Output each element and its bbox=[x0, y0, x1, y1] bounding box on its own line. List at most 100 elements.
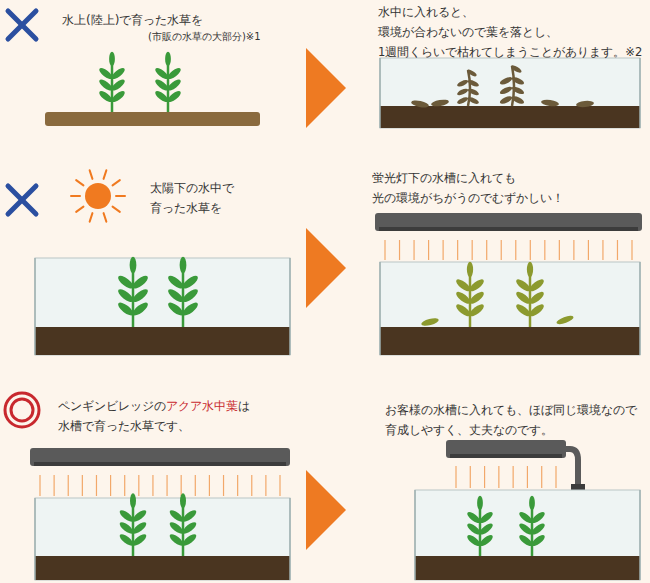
tank-glass bbox=[289, 258, 291, 355]
plant-leaf bbox=[511, 95, 525, 105]
light-ray bbox=[513, 466, 514, 488]
light-ray bbox=[484, 466, 485, 488]
plant-leaf bbox=[181, 300, 200, 317]
light-ray bbox=[428, 240, 429, 260]
land-board bbox=[45, 112, 260, 126]
tank-water bbox=[415, 490, 640, 580]
light-ray bbox=[498, 466, 499, 488]
plant-leaf bbox=[478, 510, 494, 525]
plant-leaf bbox=[528, 302, 546, 318]
fallen-leaf bbox=[431, 98, 450, 107]
cross-mark bbox=[8, 11, 36, 39]
withered-plant bbox=[456, 68, 480, 106]
flow-arrow bbox=[306, 48, 346, 128]
light-ray bbox=[573, 240, 574, 260]
sun-ray bbox=[116, 195, 125, 197]
circle-outer bbox=[5, 393, 39, 427]
tank-water bbox=[380, 58, 640, 128]
plant-leaf bbox=[166, 66, 182, 81]
plant-leaf bbox=[131, 520, 148, 535]
plant-leaf bbox=[467, 87, 480, 96]
tank-soil bbox=[35, 327, 290, 355]
withered-plant bbox=[499, 64, 525, 106]
fallen-leaf bbox=[576, 100, 595, 108]
light-ray bbox=[486, 240, 487, 260]
light-ray bbox=[527, 466, 528, 488]
plant-leaf bbox=[98, 66, 114, 81]
water-plant bbox=[168, 493, 198, 556]
plant-leaf bbox=[130, 493, 136, 508]
plant-leaf bbox=[514, 302, 532, 318]
plant-leaf bbox=[110, 78, 126, 93]
plant-leaf bbox=[529, 496, 535, 510]
plant-leaf bbox=[181, 287, 200, 304]
plant-leaf bbox=[467, 79, 480, 88]
light-ray bbox=[413, 240, 414, 260]
plant-leaf bbox=[467, 262, 473, 278]
light-ray bbox=[399, 240, 400, 260]
tank-soil bbox=[35, 556, 290, 580]
sun-icon bbox=[71, 170, 125, 221]
light-ray bbox=[530, 240, 531, 260]
circle-inner bbox=[11, 399, 33, 421]
plant-leaf bbox=[530, 522, 546, 537]
plant-leaf bbox=[518, 510, 534, 525]
plant-leaf bbox=[118, 520, 135, 535]
flow-arrow bbox=[306, 470, 346, 550]
cross-mark bbox=[8, 186, 36, 214]
plant-leaf bbox=[510, 64, 523, 74]
tank-soil bbox=[380, 106, 640, 128]
light-ray bbox=[209, 475, 210, 496]
plant-leaf bbox=[467, 96, 480, 105]
plant-leaf bbox=[116, 274, 135, 291]
light-ray bbox=[457, 240, 458, 260]
plant-leaf bbox=[110, 66, 126, 81]
plant-leaf bbox=[168, 520, 185, 535]
plant-leaf bbox=[468, 302, 486, 318]
light-ray bbox=[223, 475, 224, 496]
light-ray bbox=[279, 475, 280, 496]
light-ray bbox=[82, 475, 83, 496]
plant-leaf bbox=[468, 290, 486, 306]
light-ray bbox=[455, 466, 456, 488]
plant-leaf bbox=[518, 522, 534, 537]
tank-glass bbox=[34, 498, 36, 580]
plant-leaf bbox=[499, 85, 513, 95]
light-ray bbox=[181, 475, 182, 496]
light-ray bbox=[470, 466, 471, 488]
plant-leaf bbox=[514, 277, 532, 293]
sun-ray bbox=[76, 207, 83, 212]
water-plant bbox=[116, 257, 150, 327]
plant-leaf bbox=[131, 508, 148, 523]
caption-text: お客様の水槽に入れても、ほぼ同じ環境なので 育成しやすく、丈夫なのです。 bbox=[385, 400, 643, 440]
tank-glass bbox=[639, 490, 641, 580]
fallen-leaf bbox=[421, 317, 440, 327]
plant-leaf bbox=[466, 510, 482, 525]
plant-leaf bbox=[131, 300, 150, 317]
tank-glass bbox=[414, 490, 416, 580]
aquarium-light bbox=[375, 213, 642, 260]
plant-leaf bbox=[109, 52, 115, 66]
light-ray bbox=[152, 475, 153, 496]
light-ray bbox=[631, 240, 632, 260]
fallen-leaf bbox=[411, 99, 430, 109]
plant-leaf bbox=[154, 66, 170, 81]
light-housing bbox=[446, 440, 566, 458]
plant-leaf bbox=[166, 287, 185, 304]
light-ray bbox=[138, 475, 139, 496]
tank-glass bbox=[289, 498, 291, 580]
light-ray bbox=[110, 475, 111, 496]
tank-water bbox=[380, 262, 640, 355]
light-ray bbox=[443, 240, 444, 260]
caption-text: 蛍光灯下の水槽に入れても 光の環境がちがうのでむずかしい！ bbox=[372, 168, 602, 208]
plant-leaf bbox=[118, 508, 135, 523]
plant-leaf bbox=[478, 533, 494, 548]
plant-leaf bbox=[528, 290, 546, 306]
plant-leaf bbox=[454, 302, 472, 318]
plant-leaf bbox=[499, 95, 513, 105]
footnote-text: (市販の水草の大部分)※1 bbox=[148, 30, 298, 44]
sun-ray bbox=[90, 213, 93, 222]
fallen-leaf bbox=[556, 314, 575, 326]
circle-mark bbox=[5, 393, 39, 427]
tank-glass bbox=[379, 262, 381, 355]
